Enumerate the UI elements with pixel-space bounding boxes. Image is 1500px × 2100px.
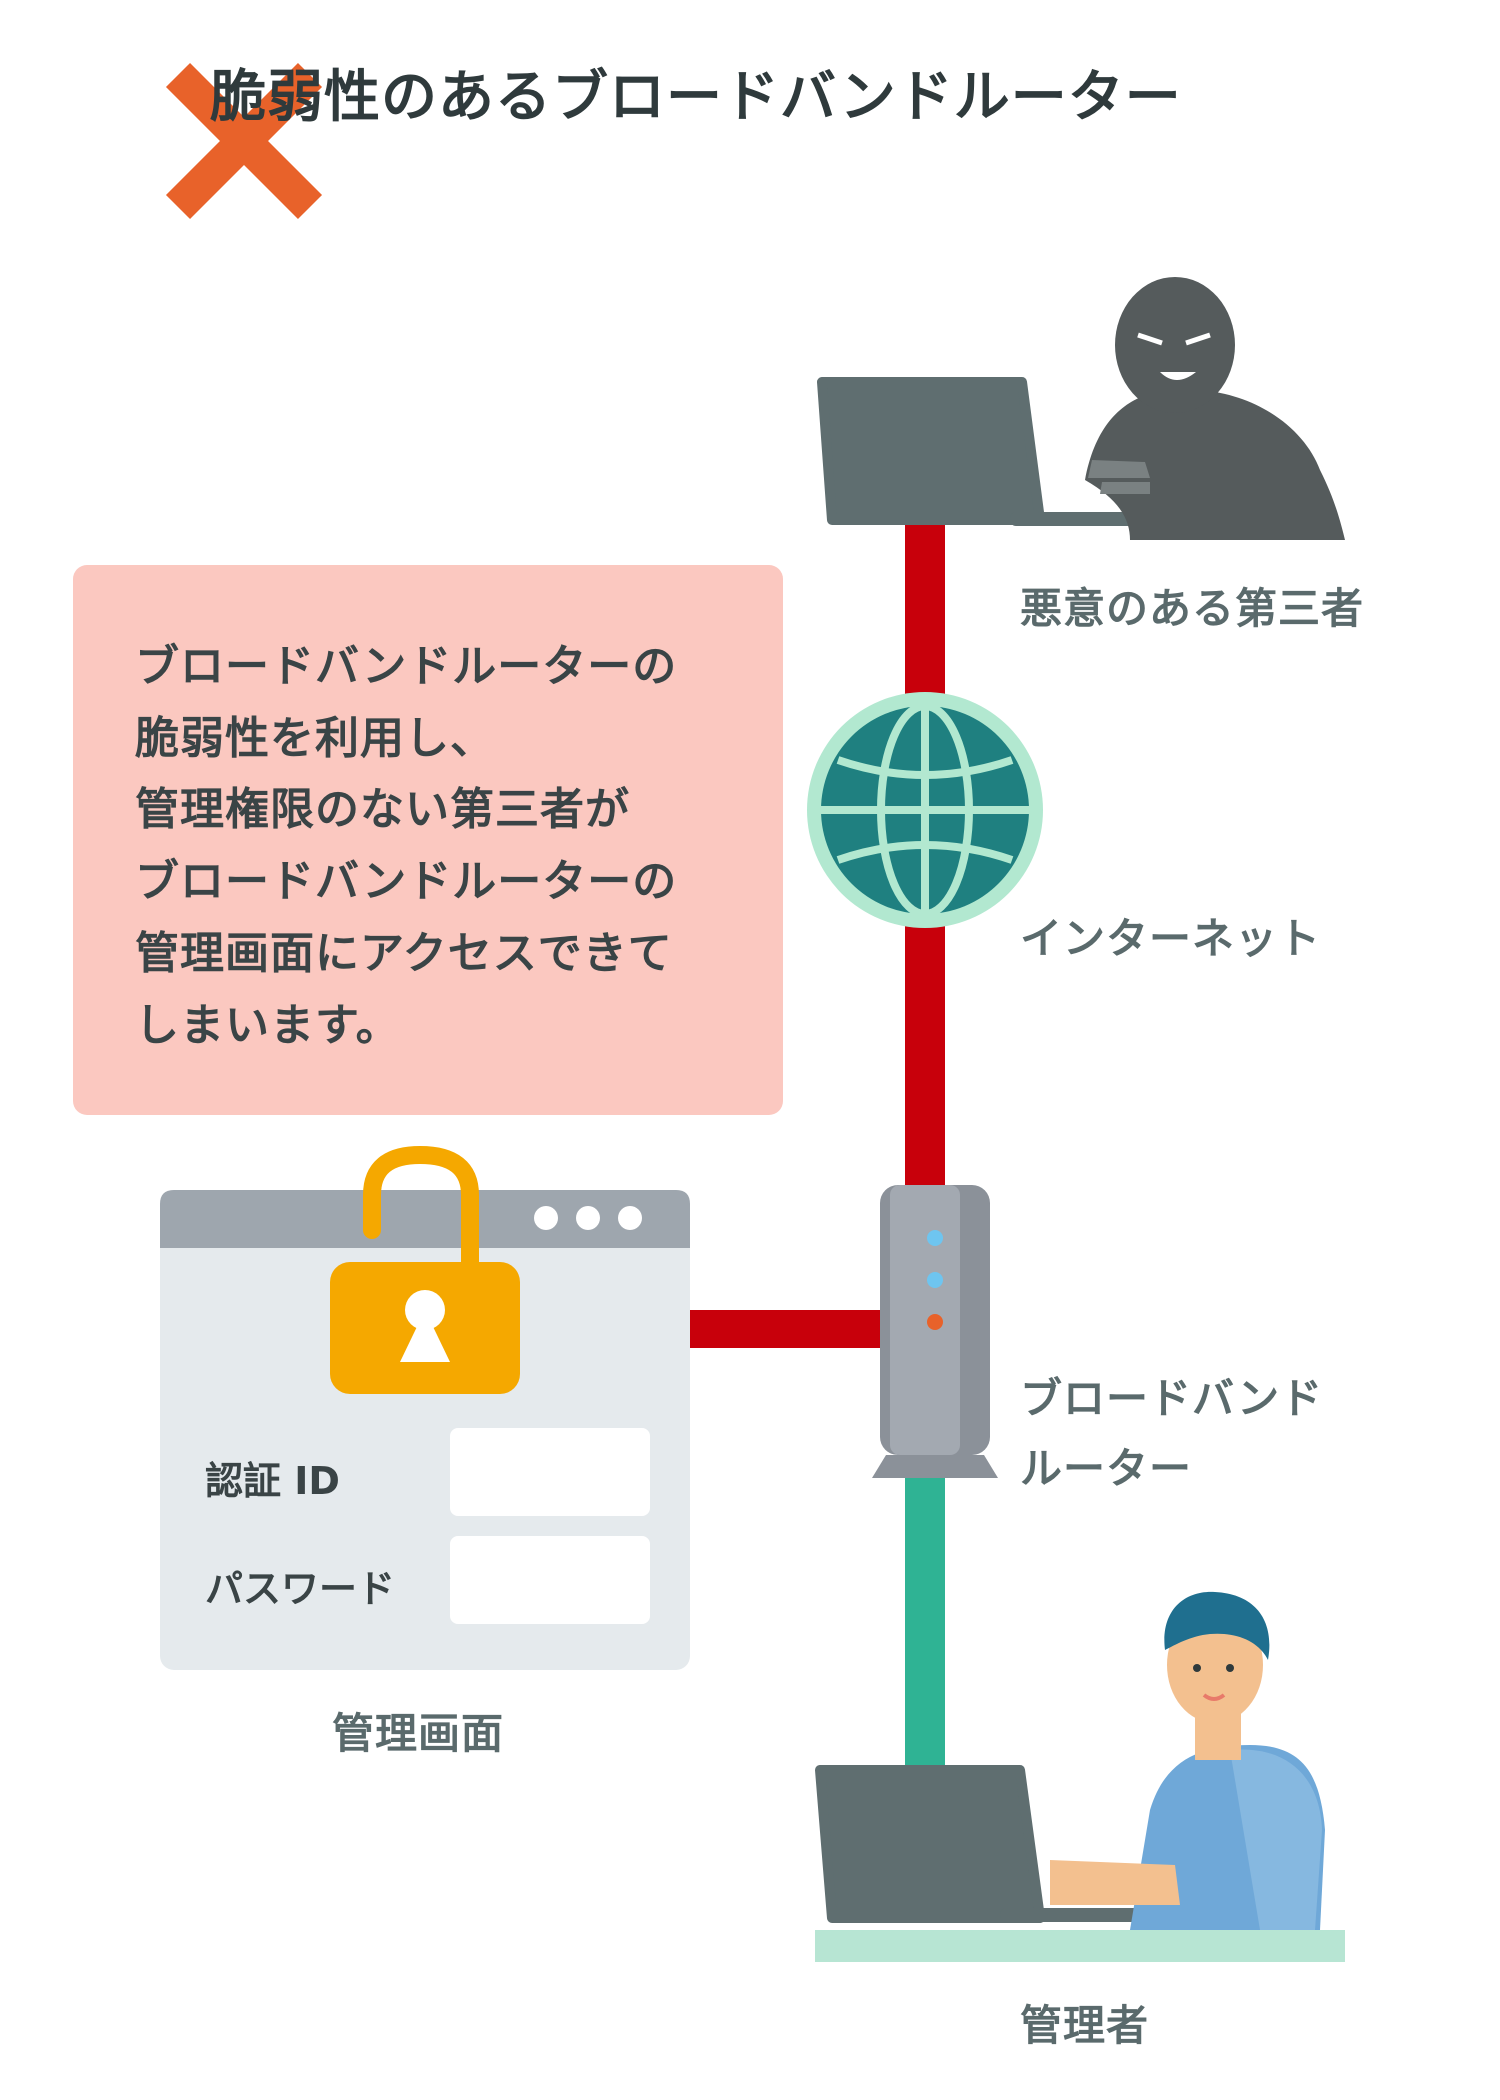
callout-line: ブロードバンドルーターの — [135, 641, 678, 692]
admin-label: 管理者 — [1020, 2001, 1150, 2050]
callout-line: しまいます。 — [135, 1000, 401, 1051]
admin-figure — [1050, 1591, 1325, 1930]
admin-panel-label: 管理画面 — [332, 1709, 505, 1758]
router-label-line1: ブロードバンド — [1020, 1374, 1324, 1423]
callout-box: ブロードバンドルーターの 脆弱性を利用し、 管理権限のない第三者が ブロードバン… — [73, 565, 783, 1115]
attacker-laptop-icon — [817, 377, 1140, 526]
password-field[interactable] — [450, 1536, 650, 1624]
cross-icon — [165, 62, 323, 220]
callout-line: 管理権限のない第三者が — [135, 784, 630, 835]
callout-line: ブロードバンドルーターの — [135, 856, 678, 907]
callout-line: 脆弱性を利用し、 — [135, 713, 495, 764]
safe-line-vertical — [905, 1470, 945, 1770]
auth-id-label: 認証 ID — [205, 1459, 340, 1503]
globe-icon — [807, 692, 1043, 928]
router-icon — [872, 1185, 998, 1478]
router-label-line2: ルーター — [1020, 1444, 1193, 1493]
password-label: パスワード — [205, 1567, 396, 1611]
attacker-figure — [1085, 277, 1345, 540]
internet-label: インターネット — [1020, 914, 1322, 963]
admin-laptop-icon — [815, 1765, 1345, 1962]
callout-line: 管理画面にアクセスできて — [135, 928, 673, 979]
page-title: 脆弱性のあるブロードバンドルーター — [210, 65, 1182, 130]
attacker-label: 悪意のある第三者 — [1020, 584, 1365, 633]
padlock-open-icon — [330, 1145, 520, 1394]
auth-id-field[interactable] — [450, 1428, 650, 1516]
